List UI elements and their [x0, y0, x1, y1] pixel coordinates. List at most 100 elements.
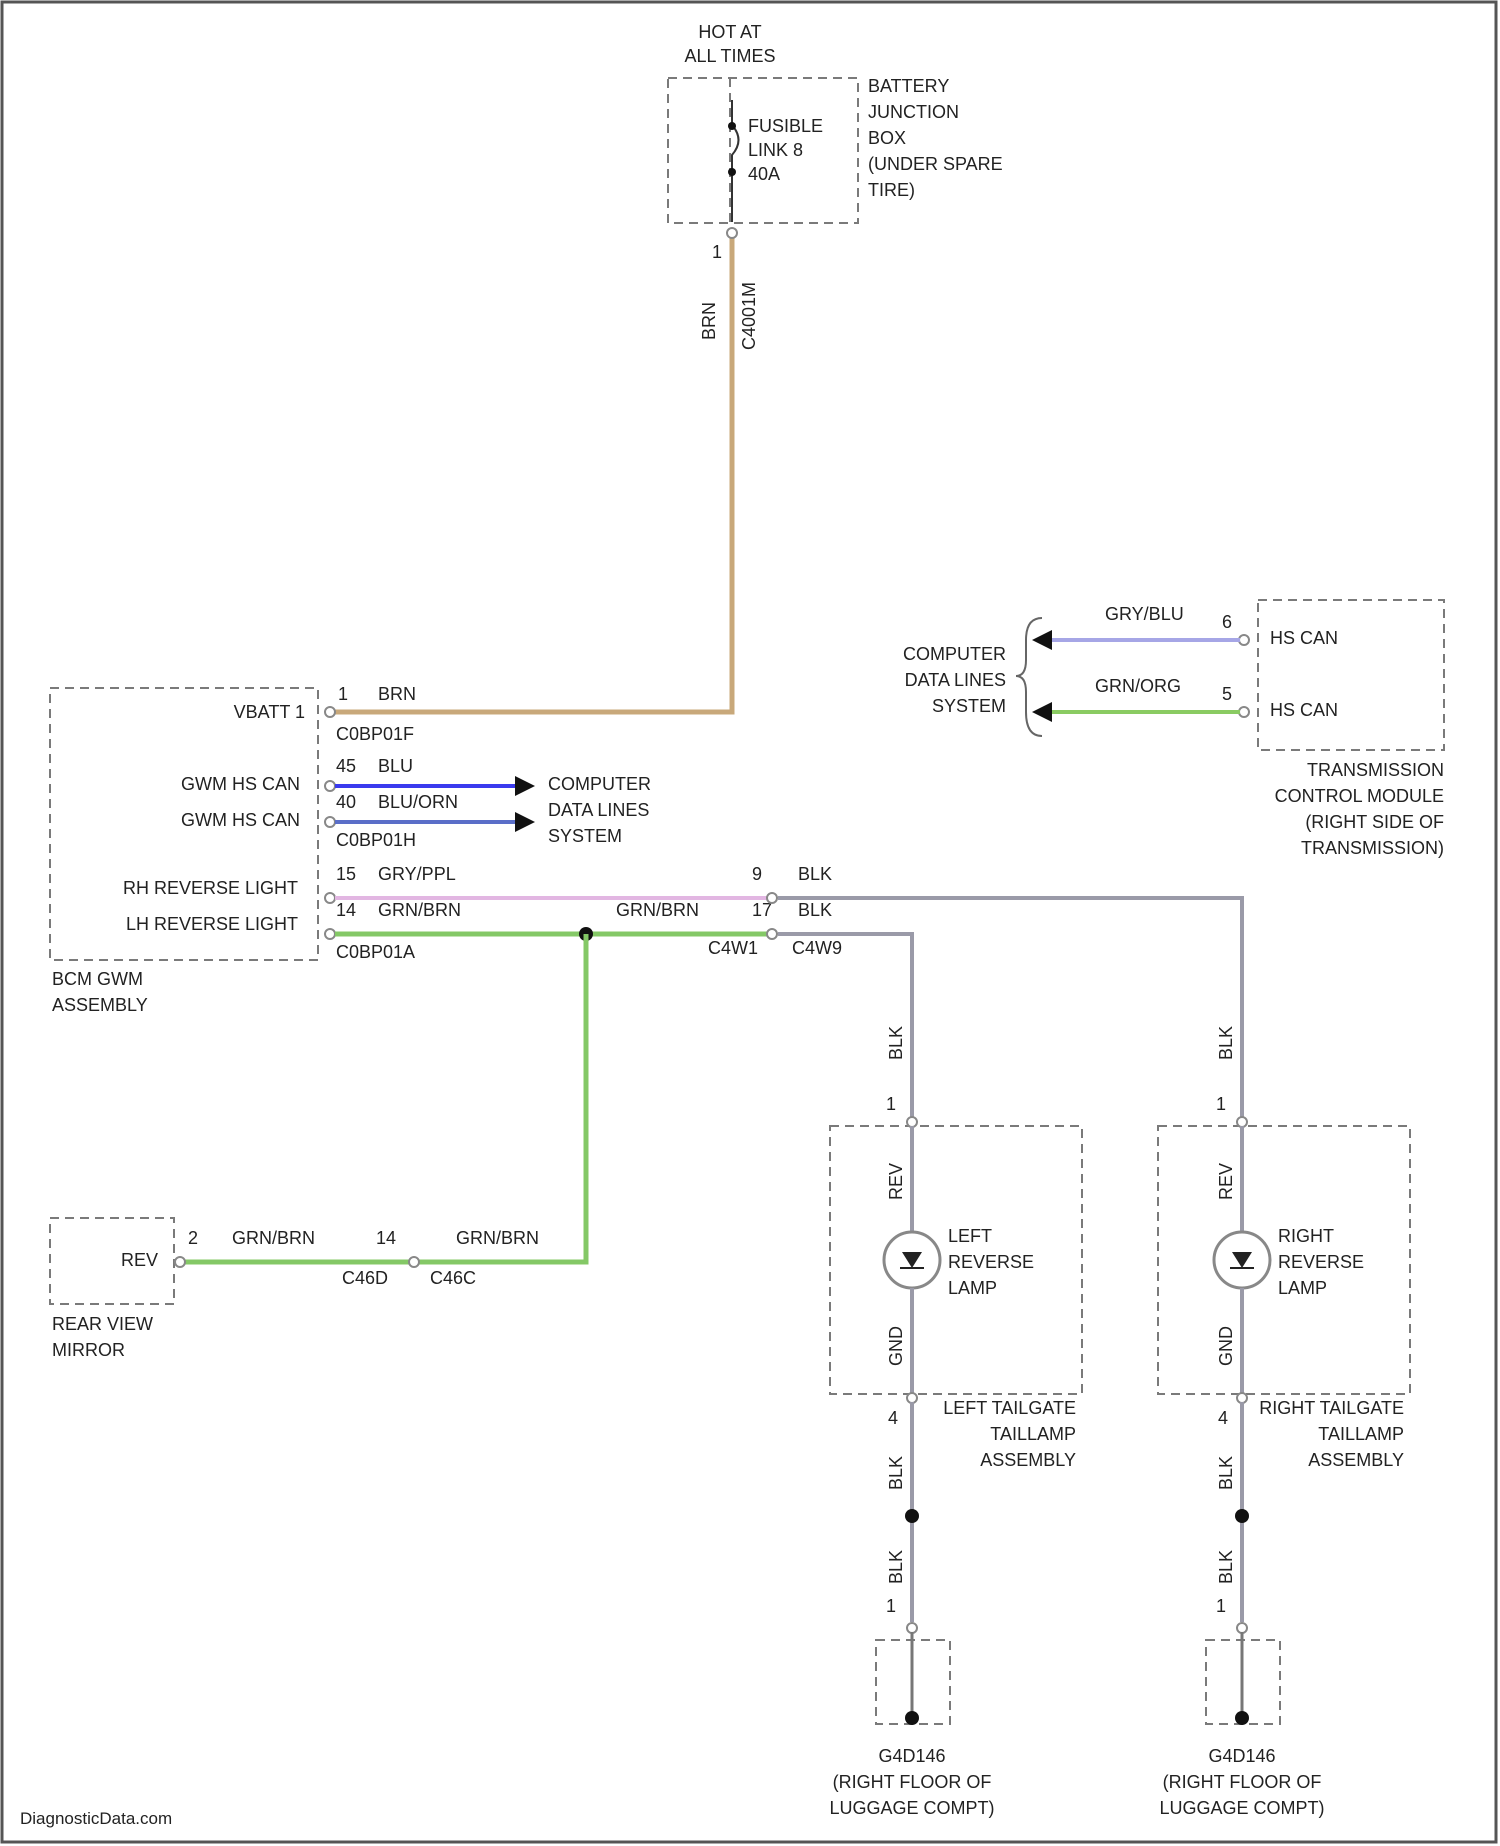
right-lamp-gnd-label: GND	[1216, 1326, 1236, 1366]
left-lamp-pin-bot-terminal	[907, 1393, 917, 1403]
bcm-pin-lh-terminal	[325, 929, 335, 939]
mirror-wire-2: GRN/BRN	[456, 1228, 539, 1248]
mirror-pin-terminal	[175, 1257, 185, 1267]
arrow-left-icon	[1032, 630, 1052, 650]
rear-view-mirror: REV 2 GRN/BRN 14 GRN/BRN C46D C46C REAR …	[50, 1218, 539, 1360]
fusible-link-icon	[732, 100, 739, 222]
right-lamp-pin-bot-terminal	[1237, 1393, 1247, 1403]
bcm-conn-can: C0BP01H	[336, 830, 416, 850]
mirror-inline-terminal	[409, 1257, 419, 1267]
bcm-conn-vbatt: C0BP01F	[336, 724, 414, 744]
tcm-name-4: TRANSMISSION)	[1301, 838, 1444, 858]
tcm-pin-top-terminal	[1239, 635, 1249, 645]
bjb-pin: 1	[712, 242, 722, 262]
left-lamp-pin-top-terminal	[907, 1117, 917, 1127]
ground-icon	[905, 1711, 919, 1725]
bcm-wire-can1: BLU	[378, 756, 413, 776]
tcm-hscan-bot: HS CAN	[1270, 700, 1338, 720]
right-tailgate-taillamp: BLK 1 REV RIGHT REVERSE LAMP GND 4 RIGHT…	[1158, 1026, 1410, 1818]
bcm-hscan2-label: GWM HS CAN	[181, 810, 300, 830]
bcm-conn-rev: C0BP01A	[336, 942, 415, 962]
bcm-rh-reverse-label: RH REVERSE LIGHT	[123, 878, 298, 898]
splice-wire-blk-a: BLK	[798, 864, 832, 884]
right-lamp-wire-top: BLK	[1216, 1026, 1236, 1060]
bracket-icon	[1016, 618, 1042, 736]
mirror-name-1: REAR VIEW	[52, 1314, 153, 1334]
c4w-pin-17	[767, 929, 777, 939]
left-lamp-wire-bot1: BLK	[886, 1456, 906, 1490]
right-gnd-name: G4D146	[1208, 1746, 1275, 1766]
right-lamp-label-3: LAMP	[1278, 1278, 1327, 1298]
fuse-label-2: LINK 8	[748, 140, 803, 160]
splice-pin-a: 9	[752, 864, 762, 884]
bcm-gwm-assembly: VBATT 1 GWM HS CAN GWM HS CAN RH REVERSE…	[50, 684, 461, 1015]
right-asm-1: RIGHT TAILGATE	[1259, 1398, 1404, 1418]
splice-wire-blk-b: BLK	[798, 900, 832, 920]
splice-conn-left: C4W1	[708, 938, 758, 958]
right-asm-2: TAILLAMP	[1318, 1424, 1404, 1444]
right-lamp-pin-top: 1	[1216, 1094, 1226, 1114]
tcm-pin-bot: 5	[1222, 684, 1232, 704]
bcm-pin-lh: 14	[336, 900, 356, 920]
left-asm-3: ASSEMBLY	[980, 1450, 1076, 1470]
left-tailgate-taillamp: BLK 1 REV LEFT REVERSE LAMP GND 4 LEFT T…	[829, 1026, 1082, 1818]
cdl-system-left: COMPUTER DATA LINES SYSTEM	[548, 774, 651, 846]
wire-blk-right-lamp	[778, 898, 1242, 1118]
right-lamp-rev-label: REV	[1216, 1163, 1236, 1200]
right-lamp-label-2: REVERSE	[1278, 1252, 1364, 1272]
bcm-hscan1-label: GWM HS CAN	[181, 774, 300, 794]
bjb-pin-terminal	[727, 228, 737, 238]
tcm-hscan-top: HS CAN	[1270, 628, 1338, 648]
right-asm-3: ASSEMBLY	[1308, 1450, 1404, 1470]
left-lamp-wire-bot2: BLK	[886, 1550, 906, 1584]
mirror-name-2: MIRROR	[52, 1340, 125, 1360]
tcm-box	[1258, 600, 1444, 750]
inline-connector-c4w: 9 17 GRN/BRN BLK BLK C4W1 C4W9	[616, 864, 842, 958]
cdl-left-3: SYSTEM	[548, 826, 622, 846]
right-gnd-loc-1: (RIGHT FLOOR OF	[1163, 1772, 1322, 1792]
left-lamp-label-1: LEFT	[948, 1226, 992, 1246]
right-lamp-pin-bot: 4	[1218, 1408, 1228, 1428]
left-lamp-label-3: LAMP	[948, 1278, 997, 1298]
tcm-wire-bot: GRN/ORG	[1095, 676, 1181, 696]
arrow-right-icon	[515, 776, 535, 796]
left-lamp-rev-label: REV	[886, 1163, 906, 1200]
bjb-label-1: BATTERY	[868, 76, 949, 96]
wire-brn-power	[330, 235, 732, 712]
bjb-label-2: JUNCTION	[868, 102, 959, 122]
wire-grnbrn-mirror	[182, 934, 586, 1262]
cdl-right-1: COMPUTER	[903, 644, 1006, 664]
bcm-wire-can2: BLU/ORN	[378, 792, 458, 812]
arrow-left-icon	[1032, 702, 1052, 722]
bcm-pin-rh: 15	[336, 864, 356, 884]
fuse-terminal-bottom	[728, 168, 736, 176]
right-ground-pin-terminal	[1237, 1623, 1247, 1633]
left-lamp-label-2: REVERSE	[948, 1252, 1034, 1272]
mirror-rev-label: REV	[121, 1250, 158, 1270]
bcm-name-1: BCM GWM	[52, 969, 143, 989]
bjb-connector: C4001M	[739, 282, 759, 350]
bcm-pin-can1: 45	[336, 756, 356, 776]
cdl-right-2: DATA LINES	[905, 670, 1006, 690]
bjb-label-3: BOX	[868, 128, 906, 148]
tcm-wire-top: GRY/BLU	[1105, 604, 1184, 624]
bcm-pin-vbatt-terminal	[325, 707, 335, 717]
right-lamp-pin-gnd: 1	[1216, 1596, 1226, 1616]
bcm-pin-rh-terminal	[325, 893, 335, 903]
left-lamp-pin-gnd: 1	[886, 1596, 896, 1616]
bcm-pin-can2-terminal	[325, 817, 335, 827]
fuse-terminal-top	[728, 122, 736, 130]
bjb-label-5: TIRE)	[868, 180, 915, 200]
tcm-pin-bot-terminal	[1239, 707, 1249, 717]
c4w-pin-9	[767, 893, 777, 903]
left-lamp-wire-top: BLK	[886, 1026, 906, 1060]
cdl-left-1: COMPUTER	[548, 774, 651, 794]
bjb-label-4: (UNDER SPARE	[868, 154, 1003, 174]
bcm-pin-can1-terminal	[325, 781, 335, 791]
bcm-wire-vbatt: BRN	[378, 684, 416, 704]
left-ground-splice-dot	[905, 1509, 919, 1523]
right-lamp-wire-bot1: BLK	[1216, 1456, 1236, 1490]
bcm-wire-rh: GRY/PPL	[378, 864, 456, 884]
